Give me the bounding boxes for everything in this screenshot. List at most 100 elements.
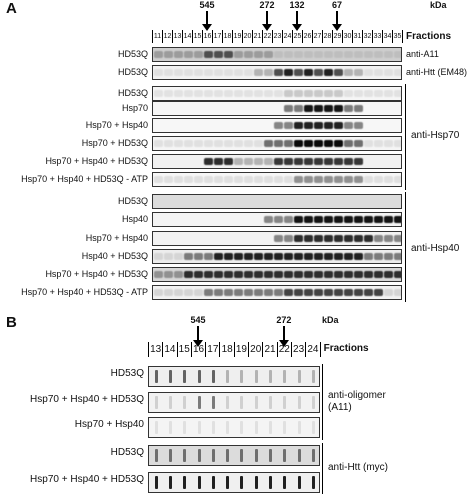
- blot-band: [168, 370, 172, 383]
- blot-band: [254, 449, 258, 462]
- blot-band: [334, 289, 343, 296]
- blot-band: [311, 396, 315, 409]
- blot-band: [154, 421, 158, 434]
- fraction-number: 15: [178, 342, 192, 357]
- blot-strip: [148, 417, 320, 438]
- blot-band: [294, 90, 303, 97]
- blot-band: [384, 253, 393, 260]
- blot-band: [194, 289, 203, 296]
- blot-band: [254, 140, 263, 147]
- blot-band: [297, 476, 301, 489]
- blot-band: [384, 51, 393, 58]
- size-marker-arrow: [332, 11, 342, 31]
- blot-strip: [152, 249, 402, 264]
- blot-band: [254, 289, 263, 296]
- blot-band: [294, 51, 303, 58]
- blot-band: [324, 51, 333, 58]
- blot-band: [294, 176, 303, 183]
- blot-band: [244, 271, 253, 278]
- size-marker-arrow: [202, 11, 212, 31]
- blot-band: [168, 476, 172, 489]
- blot-band: [264, 69, 273, 76]
- blot-band: [284, 90, 293, 97]
- panel_b-kda-label: kDa: [322, 315, 339, 325]
- blot-band: [244, 90, 253, 97]
- size-marker-arrow: [193, 326, 204, 347]
- blot-band: [194, 69, 203, 76]
- blot-band: [214, 271, 223, 278]
- blot-band: [164, 289, 173, 296]
- blot-band: [284, 140, 293, 147]
- panel-a-letter: A: [6, 0, 17, 17]
- blot-strip: [152, 136, 402, 151]
- blot-band: [174, 69, 183, 76]
- blot-band: [374, 176, 383, 183]
- group-bracket: [405, 192, 406, 302]
- blot-band: [274, 289, 283, 296]
- fraction-number: 26: [303, 30, 313, 43]
- row-label: Hsp70 + HD53Q: [81, 138, 148, 148]
- size-marker-545: 545: [190, 315, 206, 325]
- blot-band: [168, 396, 172, 409]
- blot-strip: [152, 267, 402, 282]
- blot-band: [184, 271, 193, 278]
- blot-band: [254, 396, 258, 409]
- fraction-number: 19: [235, 342, 250, 357]
- blot-band: [214, 289, 223, 296]
- blot-band: [344, 176, 353, 183]
- blot-band: [224, 253, 233, 260]
- blot-band: [197, 370, 201, 383]
- blot-band: [204, 253, 213, 260]
- blot-band: [226, 396, 230, 409]
- blot-band: [344, 90, 353, 97]
- blot-band: [394, 289, 401, 296]
- blot-band: [184, 140, 193, 147]
- blot-band: [234, 158, 243, 165]
- fraction-number: 24: [306, 342, 321, 357]
- blot-band: [240, 396, 244, 409]
- row-label: Hsp70 + Hsp40 + HD53Q: [45, 269, 148, 279]
- blot-band: [226, 449, 230, 462]
- blot-band: [384, 216, 393, 223]
- blot-band: [324, 176, 333, 183]
- blot-band: [274, 158, 283, 165]
- blot-band: [224, 90, 233, 97]
- row-label: Hsp70 + Hsp40 + HD53Q: [30, 394, 144, 405]
- blot-band: [274, 176, 283, 183]
- blot-band: [354, 235, 363, 242]
- row-label: Hsp70 + Hsp40 + HD53Q - ATP: [21, 287, 148, 297]
- blot-band: [234, 176, 243, 183]
- blot-band: [214, 140, 223, 147]
- blot-band: [234, 90, 243, 97]
- antibody-group-label: (A11): [328, 402, 352, 413]
- blot-band: [224, 271, 233, 278]
- blot-band: [314, 69, 323, 76]
- blot-strip: [152, 172, 402, 187]
- blot-band: [234, 51, 243, 58]
- fraction-number: 24: [283, 30, 293, 43]
- row-label: Hsp70 + Hsp40 + HD53Q: [30, 474, 144, 485]
- blot-band: [184, 253, 193, 260]
- blot-band: [204, 90, 213, 97]
- blot-band: [224, 140, 233, 147]
- blot-band: [284, 289, 293, 296]
- blot-band: [384, 289, 393, 296]
- blot-band: [324, 158, 333, 165]
- blot-band: [174, 289, 183, 296]
- blot-band: [374, 253, 383, 260]
- blot-band: [324, 140, 333, 147]
- blot-band: [334, 90, 343, 97]
- panel-b-letter: B: [6, 314, 17, 331]
- blot-band: [284, 253, 293, 260]
- blot-band: [244, 140, 253, 147]
- blot-band: [204, 289, 213, 296]
- blot-band: [334, 235, 343, 242]
- blot-band: [204, 158, 213, 165]
- blot-band: [324, 105, 333, 112]
- blot-band: [224, 289, 233, 296]
- blot-band: [174, 51, 183, 58]
- blot-band: [334, 158, 343, 165]
- blot-band: [354, 253, 363, 260]
- fraction-number: 16: [203, 30, 213, 43]
- blot-band: [154, 140, 163, 147]
